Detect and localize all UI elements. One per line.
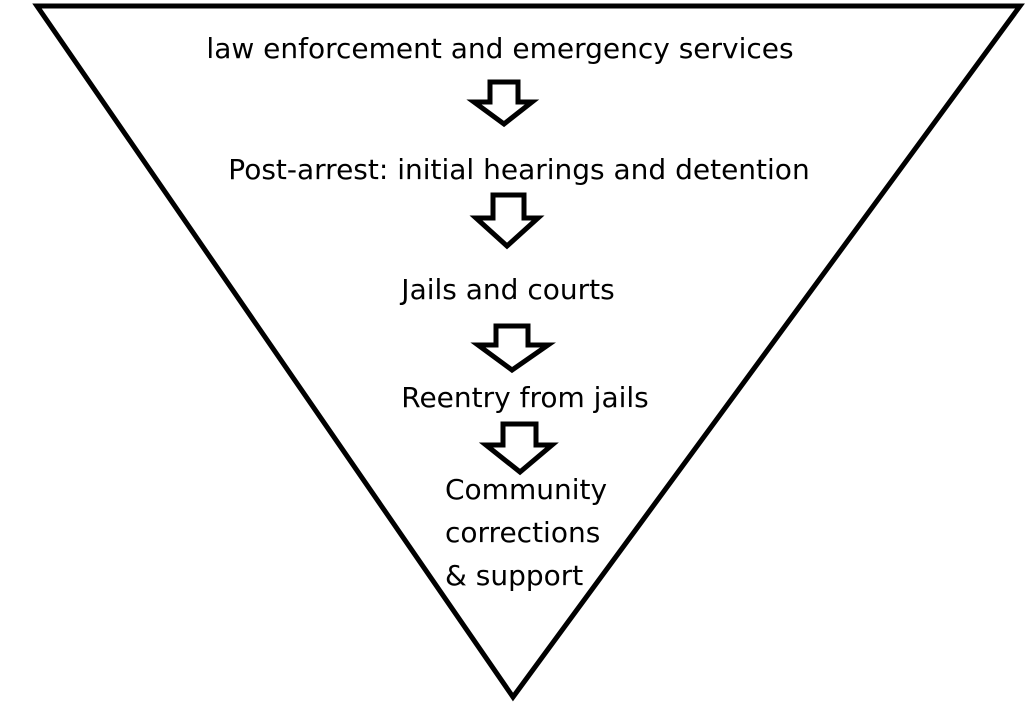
stage-label: Jails and courts bbox=[401, 273, 615, 306]
final-stage-label: Community corrections & support bbox=[445, 468, 607, 597]
down-arrow-icon bbox=[470, 323, 556, 374]
final-stage-line: & support bbox=[445, 559, 584, 592]
stage-label: Post-arrest: initial hearings and detent… bbox=[228, 153, 810, 186]
down-arrow-icon bbox=[466, 79, 540, 128]
final-stage-line: corrections bbox=[445, 516, 601, 549]
down-arrow-icon bbox=[478, 421, 559, 476]
stage-label: Reentry from jails bbox=[401, 381, 649, 414]
down-arrow-icon bbox=[469, 192, 545, 250]
final-stage-line: Community bbox=[445, 473, 608, 506]
stage-label: law enforcement and emergency services bbox=[206, 32, 794, 65]
inverted-triangle bbox=[32, 3, 1025, 702]
